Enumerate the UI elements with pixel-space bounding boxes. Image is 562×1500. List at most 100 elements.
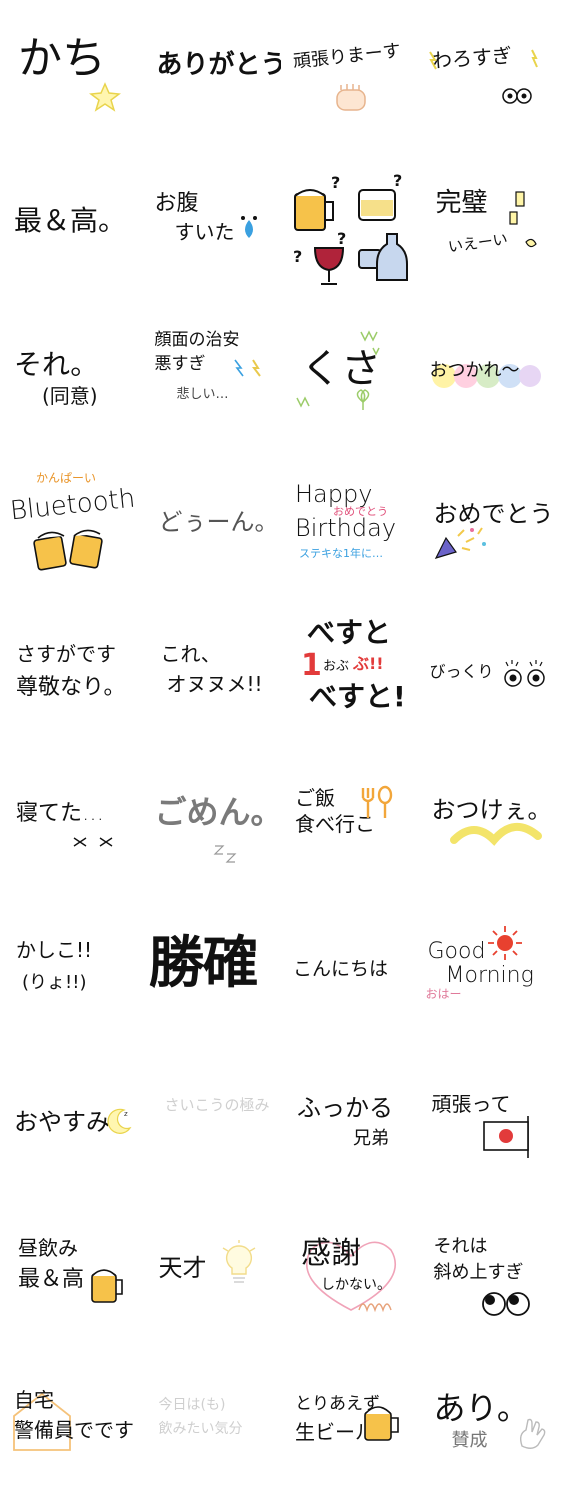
sticker-tensai[interactable]: 天才 [141,1200,282,1350]
sticker-onaka-suita[interactable]: お腹 すいた [141,150,282,300]
sticker-neteta[interactable]: 寝てた… [0,750,141,900]
sticker-sore-doui[interactable]: それ。 (同意) [0,300,141,450]
sticker-text: ごめん。 [154,793,282,831]
sticker-text: お腹 [154,191,199,216]
sticker-kusa[interactable]: くさ [281,300,422,450]
sticker-text: べすと! [309,680,406,713]
sticker-text: 天才 [158,1254,207,1282]
sticker-text: ステキな1年に… [299,547,383,560]
sticker-bluetooth[interactable]: かんぱーい Bluetooth [0,450,141,600]
beer-mugs-icon [33,529,103,571]
sticker-text: Birthday [295,514,397,542]
sticker-kachi[interactable]: かち [0,0,141,150]
sticker-text: おぶ [323,659,350,674]
sticker-saikou[interactable]: 最＆高。 [0,150,141,300]
sticker-text: くさ [301,346,381,392]
sticker-drinks[interactable]: ? ? ? ? [281,150,422,300]
beer-mug-icon [364,1406,399,1441]
sticker-naname-ue[interactable]: それは 斜め上すぎ [422,1200,562,1350]
sticker-text: 勝確 [148,930,259,996]
sticker-text: すいた [174,220,235,244]
sticker-text: かんぱーい [36,471,97,485]
sticker-text: オヌヌメ!! [166,672,263,696]
sticker-nomitai-kibun[interactable]: 今日は(も) 飲みたい気分 [141,1350,282,1500]
ok-hand-icon [519,1418,545,1449]
sticker-text: Bluetooth [8,483,137,527]
sticker-warosugi[interactable]: わろすぎ [422,0,562,150]
grass-icon [296,330,380,410]
sticker-gohan[interactable]: ご飯 食べ行こ [281,750,422,900]
svg-text:?: ? [337,229,346,248]
sticker-kashiko[interactable]: かしこ!! (りょ!!) [0,900,141,1050]
sticker-bikkuri[interactable]: びっくり [422,600,562,750]
sticker-omedetou[interactable]: おめでとう [422,450,562,600]
sticker-text: 顔面の治安 [154,330,240,350]
svg-text:?: ? [293,247,302,266]
fist-icon [336,84,366,111]
sticker-hirunomi[interactable]: 昼飲み 最＆高 [0,1200,141,1350]
sticker-saikou-kiwami[interactable]: さいこうの極み [141,1050,282,1200]
sticker-otsukare[interactable]: おつかれ〜 [422,300,562,450]
sticker-text: おめでとう [433,500,554,528]
sticker-text: 感謝 [301,1236,361,1271]
sticker-text: ぶ!! [353,654,384,673]
sticker-text: 悪すぎ [154,354,206,374]
sticker-sasuga[interactable]: さすがです 尊敬なり。 [0,600,141,750]
sticker-text: 今日は(も) [158,1397,226,1413]
sticker-oyasumi[interactable]: おやすみ z [0,1050,141,1200]
sticker-text: 悲しい… [176,387,229,402]
house-icon [13,1392,71,1451]
sticker-ganmen-chian[interactable]: 顔面の治安 悪すぎ 悲しい… [141,300,282,450]
sticker-text: さすがです [16,642,116,666]
sticker-arigatou[interactable]: ありがとう [141,0,282,150]
sticker-osusume[interactable]: これ、 オヌヌメ!! [141,600,282,750]
sticker-text: 昼飲み [18,1236,78,1260]
sticker-text: 1 [301,648,322,683]
svg-text:?: ? [393,171,402,190]
sticker-text: おつかれ〜 [429,360,520,381]
sticker-fukkaru[interactable]: ふっかる 兄弟 [281,1050,422,1200]
sticker-text: おめでとう [333,505,388,518]
sticker-text: とりあえず [295,1394,380,1414]
sticker-good-morning[interactable]: Good Morning おはー [422,900,562,1050]
sticker-text: 斜め上すぎ [433,1262,524,1283]
sticker-text: Morning [445,963,534,988]
sticker-ganbatte[interactable]: 頑張って [422,1050,562,1200]
sticker-ganbarimasu[interactable]: 頑張りまーす [281,0,422,150]
sticker-text: どぅーん。 [158,508,279,536]
sticker-kanpeki[interactable]: 完璧 いえーい [422,150,562,300]
sticker-text: 頑張って [431,1092,511,1116]
sticker-text: 完璧 [435,188,488,218]
eyes-icon [481,1292,530,1316]
sticker-konnichiwa[interactable]: こんにちは [281,900,422,1050]
sticker-kansha[interactable]: 感謝 しかない。 [281,1200,422,1350]
sticker-text: 寝てた… [16,801,105,826]
sticker-otsukee[interactable]: おつけぇ。 [422,750,562,900]
sticker-ari-sansei[interactable]: あり。 賛成 [422,1350,562,1500]
sticker-shoukaku[interactable]: 勝確 [141,900,282,1050]
eyes-icon [503,660,545,687]
sticker-text: おはー [425,987,462,1001]
svg-text:z: z [124,1110,128,1118]
beer-mug-icon [91,1269,123,1303]
sticker-text: 最＆高 [18,1267,85,1292]
sticker-text: 兄弟 [353,1128,389,1149]
sticker-best-of-best[interactable]: べすと 1 おぶ ぶ!! べすと! [281,600,422,750]
sticker-toriaezu-nama[interactable]: とりあえず 生ビール [281,1350,422,1500]
sticker-text: あり。 [433,1389,529,1427]
sticker-gomen[interactable]: ごめん。 [141,750,282,900]
sticker-text: びっくり [429,662,494,681]
sticker-text: ふっかる [297,1094,393,1122]
party-popper-icon [434,527,486,559]
sticker-text: 最＆高。 [14,204,127,237]
sticker-text: おつけぇ。 [431,796,552,824]
tear-icon [213,845,236,863]
color-dots-icon [431,364,541,388]
sticker-text: さいこうの極み [164,1096,270,1114]
sticker-duun[interactable]: どぅーん。 [141,450,282,600]
sticker-text: Happy [295,480,373,508]
sticker-jitaku-keibiin[interactable]: 自宅 警備員でです [0,1350,141,1500]
sticker-happy-birthday[interactable]: Happy おめでとう Birthday ステキな1年に… [281,450,422,600]
drinks-icon: ? ? ? ? [293,171,408,285]
